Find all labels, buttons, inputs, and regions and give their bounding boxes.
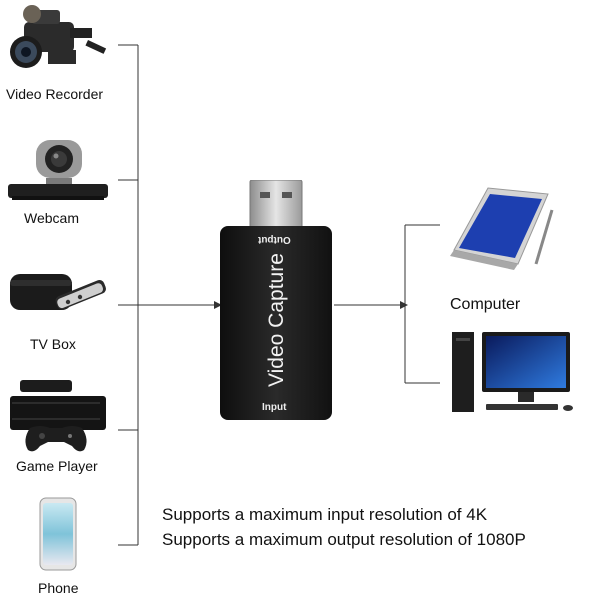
note-input-resolution: Supports a maximum input resolution of 4…: [162, 505, 488, 524]
desktop-computer-icon: [452, 332, 573, 412]
input-label: Game Player: [16, 458, 98, 474]
input-label: Video Recorder: [6, 86, 104, 102]
input-game-player: Game Player: [2, 378, 114, 478]
input-phone: Phone: [2, 496, 114, 600]
video-camera-icon: [10, 5, 107, 68]
tablet-computer-icon: [450, 187, 554, 270]
output-desktop-computer: [448, 328, 588, 418]
input-label: TV Box: [30, 336, 76, 352]
tv-box-icon: [10, 274, 106, 310]
device-name-label: Video Capture: [265, 253, 288, 387]
usb-capture-dongle-icon: [220, 179, 332, 420]
output-computer-tablet: Computer: [440, 180, 590, 320]
input-webcam: Webcam: [2, 130, 114, 230]
port-output-label: Output: [258, 234, 291, 245]
port-input-label: Input: [262, 402, 287, 413]
video-capture-device: Output Video Capture Input: [220, 179, 332, 420]
note-output-resolution: Supports a maximum output resolution of …: [162, 530, 526, 549]
input-video-recorder: Video Recorder: [2, 0, 114, 110]
output-label: Computer: [450, 296, 521, 313]
smartphone-icon: [39, 497, 77, 571]
game-console-icon: [10, 380, 106, 452]
input-label: Phone: [38, 580, 79, 596]
input-label: Webcam: [24, 210, 79, 226]
input-tv-box: TV Box: [2, 260, 114, 360]
webcam-icon: [8, 140, 108, 200]
